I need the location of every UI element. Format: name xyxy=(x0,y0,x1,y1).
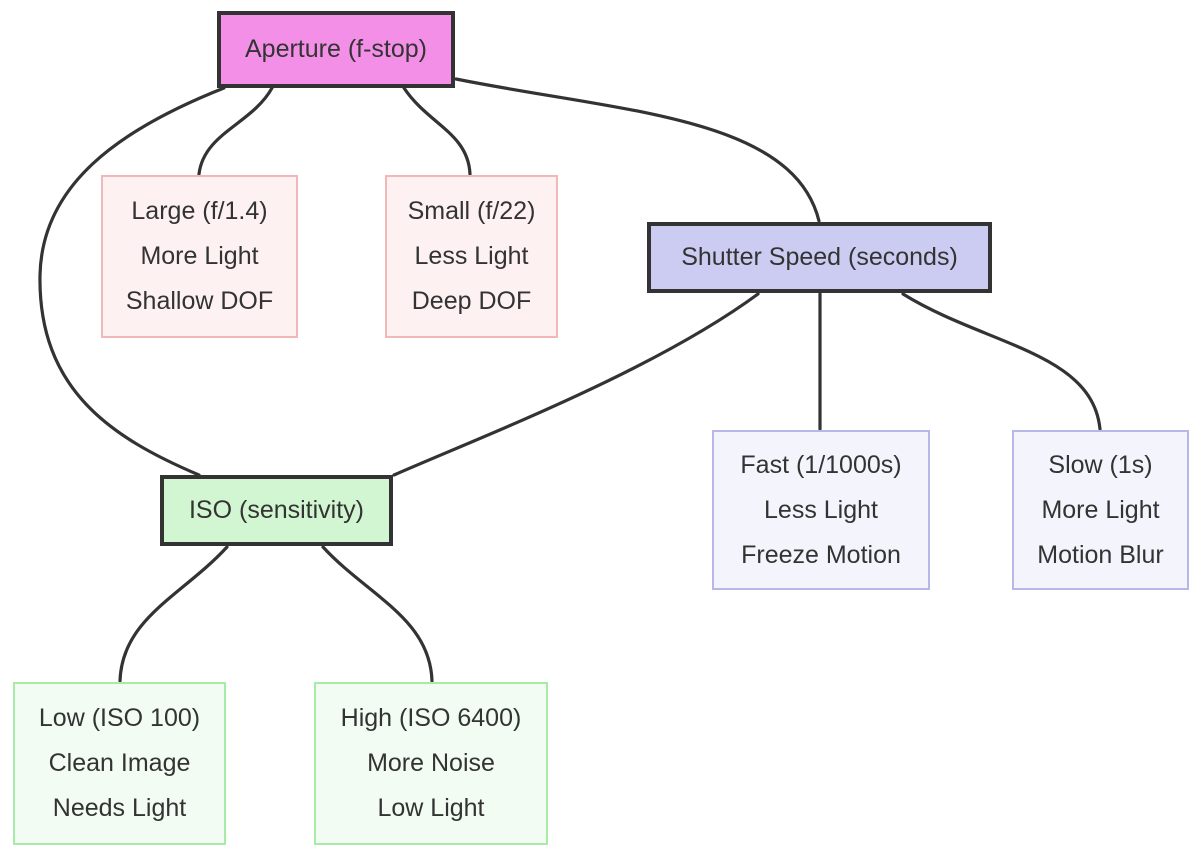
node-line: More Light xyxy=(1041,495,1160,524)
edge-aperture-iso xyxy=(38,86,226,477)
node-line: Low Light xyxy=(377,794,485,822)
edge-aperture-small xyxy=(402,86,472,176)
node-line: Deep DOF xyxy=(411,287,532,315)
node-line: More Light xyxy=(140,242,259,270)
node-line: Small (f/22) xyxy=(407,197,536,225)
node-line: More Noise xyxy=(367,749,495,777)
node-shutter-speed: Shutter Speed (seconds) xyxy=(647,222,992,293)
node-line: Low (ISO 100) xyxy=(38,704,201,732)
node-aperture-large: Large (f/1.4) More Light Shallow DOF xyxy=(101,175,298,338)
node-aperture: Aperture (f-stop) xyxy=(217,11,455,88)
node-line: High (ISO 6400) xyxy=(340,704,522,732)
edge-shutter-slow xyxy=(901,292,1102,431)
node-iso-label: ISO (sensitivity) xyxy=(188,496,365,524)
edge-iso-high xyxy=(321,545,434,683)
node-line: Freeze Motion xyxy=(741,540,901,569)
node-line: Clean Image xyxy=(48,749,191,777)
node-line: Less Light xyxy=(764,495,878,524)
node-iso-low: Low (ISO 100) Clean Image Needs Light xyxy=(13,682,226,845)
node-line: Large (f/1.4) xyxy=(131,197,268,225)
node-line: Less Light xyxy=(414,242,529,270)
node-shutter-slow: Slow (1s) More Light Motion Blur xyxy=(1012,430,1189,590)
edge-shutter-iso xyxy=(392,292,760,477)
node-line: Needs Light xyxy=(52,794,187,822)
node-iso: ISO (sensitivity) xyxy=(160,475,393,546)
node-shutter-speed-label: Shutter Speed (seconds) xyxy=(681,243,958,271)
node-shutter-fast: Fast (1/1000s) Less Light Freeze Motion xyxy=(712,430,930,590)
node-line: Fast (1/1000s) xyxy=(740,450,902,479)
node-line: Shallow DOF xyxy=(125,287,274,315)
node-iso-high: High (ISO 6400) More Noise Low Light xyxy=(314,682,548,845)
node-aperture-label: Aperture (f-stop) xyxy=(244,35,427,63)
node-aperture-small: Small (f/22) Less Light Deep DOF xyxy=(385,175,558,338)
node-line: Motion Blur xyxy=(1037,540,1164,569)
edge-aperture-large xyxy=(197,86,274,176)
edge-iso-low xyxy=(118,545,229,683)
node-line: Slow (1s) xyxy=(1048,450,1153,479)
edge-aperture-shutter xyxy=(454,77,821,223)
